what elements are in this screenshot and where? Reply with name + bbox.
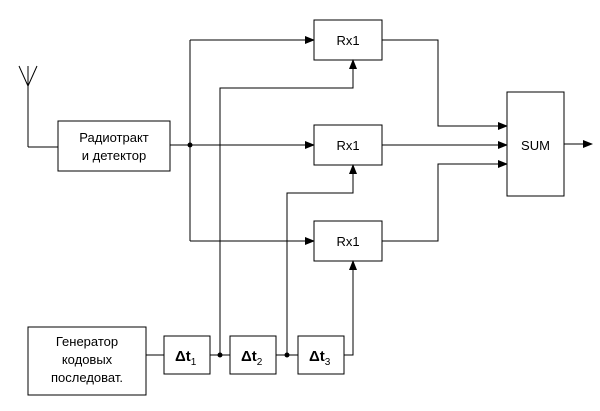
delay-chain-wires bbox=[146, 59, 357, 358]
rx1-top-block: Rx1 bbox=[313, 19, 383, 61]
generator-label-line1: Генератор bbox=[56, 334, 118, 349]
radiotract-label-line2: и детектор bbox=[82, 148, 146, 163]
generator-label-line3: последоват. bbox=[51, 370, 123, 385]
delay-2-label: Δt2 bbox=[241, 348, 263, 368]
signal-wires bbox=[170, 36, 315, 245]
rx1-bot-label: Rx1 bbox=[336, 234, 359, 249]
radiotract-detector-block: Радиотракт и детектор bbox=[57, 120, 171, 172]
sum-label: SUM bbox=[521, 138, 550, 153]
sum-block: SUM bbox=[506, 91, 593, 197]
antenna-icon bbox=[18, 65, 58, 148]
rx1-mid-block: Rx1 bbox=[313, 124, 383, 166]
generator-label-line2: кодовых bbox=[62, 352, 113, 367]
rx1-top-label: Rx1 bbox=[336, 33, 359, 48]
delay-1-label: Δt1 bbox=[175, 348, 197, 368]
radiotract-label-line1: Радиотракт bbox=[79, 130, 149, 145]
rx1-bot-block: Rx1 bbox=[313, 220, 383, 262]
delay-block-2: Δt2 bbox=[229, 335, 277, 375]
delay-3-label: Δt3 bbox=[309, 348, 331, 368]
delay-block-1: Δt1 bbox=[163, 335, 211, 375]
code-generator-block: Генератор кодовых последоват. bbox=[27, 326, 147, 396]
rx1-mid-label: Rx1 bbox=[336, 138, 359, 153]
delay-block-3: Δt3 bbox=[297, 335, 345, 375]
sum-input-wires bbox=[382, 39, 508, 242]
